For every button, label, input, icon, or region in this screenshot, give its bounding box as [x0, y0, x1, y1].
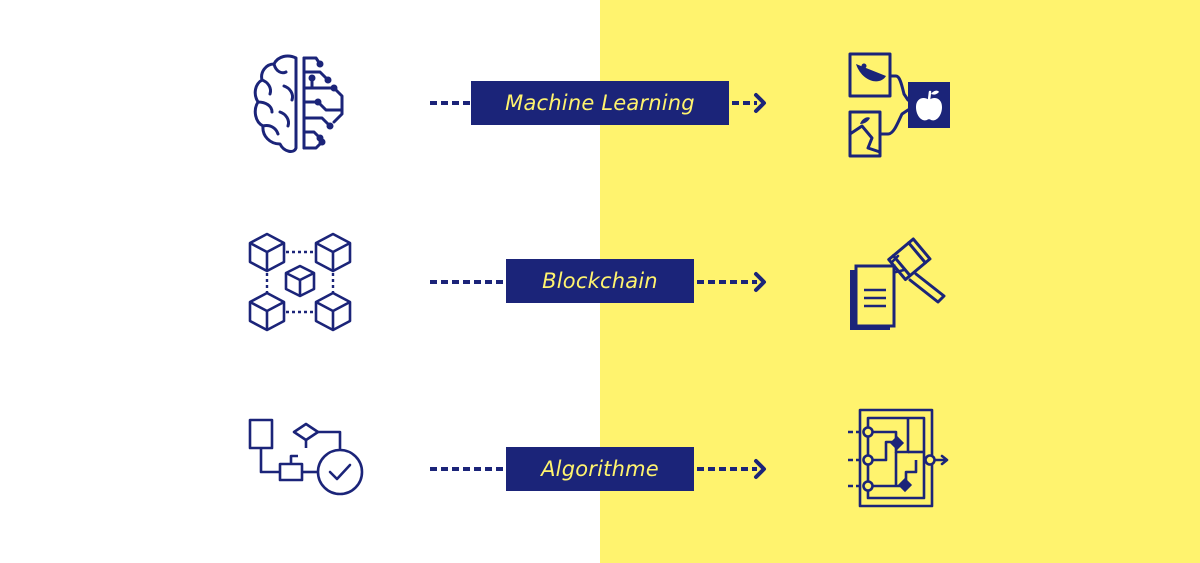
arrowhead-row-2 [754, 272, 766, 292]
label-text-algorithme: Algorithme [541, 457, 659, 481]
brain-circuit-icon [250, 52, 350, 156]
label-text-machine-learning: Machine Learning [505, 91, 695, 115]
contract-gavel-icon [848, 232, 954, 334]
flowchart-check-icon [248, 418, 364, 498]
block-network-icon [248, 232, 352, 332]
arrowhead-row-1 [754, 93, 766, 113]
label-text-blockchain: Blockchain [542, 269, 658, 293]
label-machine-learning: Machine Learning [471, 81, 729, 125]
logic-circuit-icon [846, 408, 954, 510]
arrowhead-row-3 [754, 459, 766, 479]
label-algorithme: Algorithme [506, 447, 694, 491]
image-classification-icon [848, 52, 952, 158]
label-blockchain: Blockchain [506, 259, 694, 303]
